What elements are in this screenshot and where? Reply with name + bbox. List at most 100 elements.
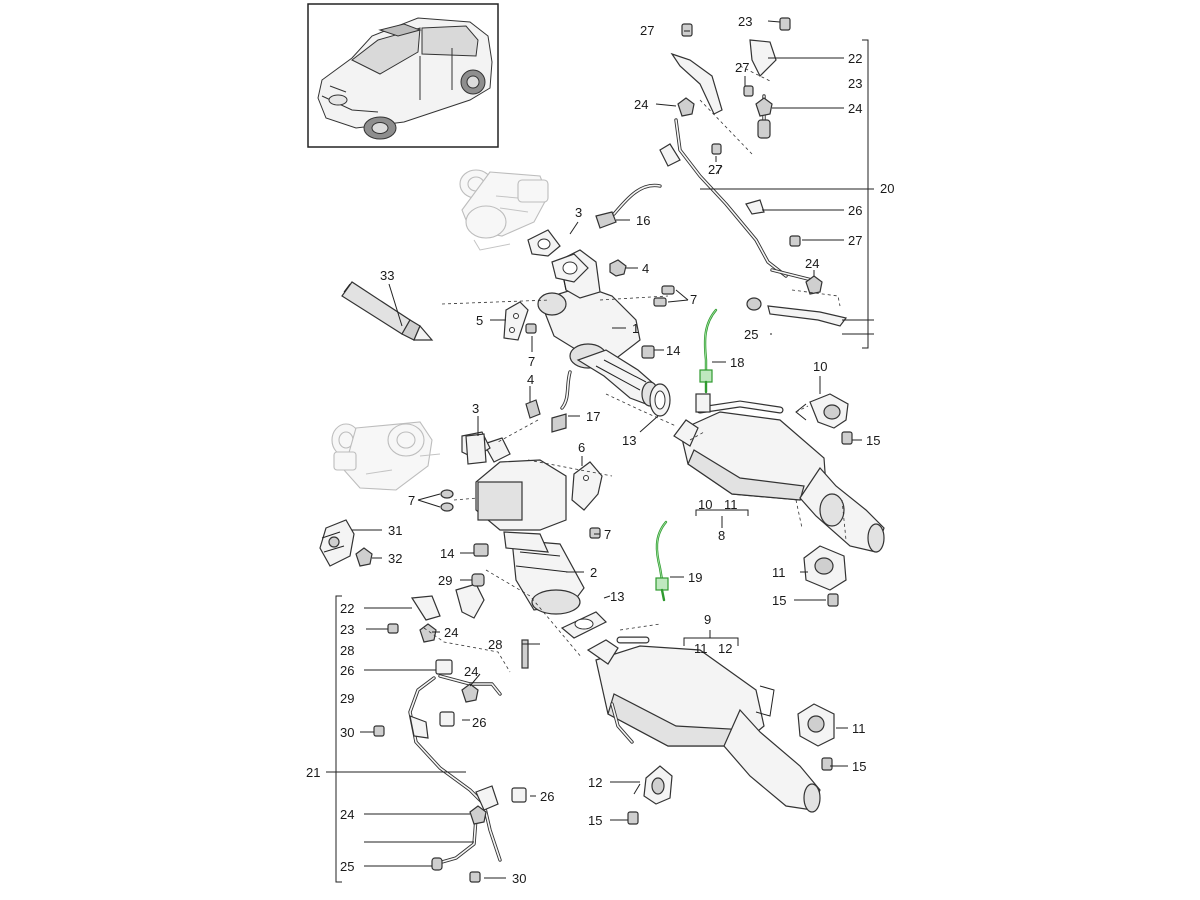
callout-10b: 10 (698, 497, 712, 512)
hose-assembly-21 (408, 583, 527, 864)
oxygen-sensor-18-highlighted (699, 308, 718, 394)
callout-24f: 24 (340, 807, 354, 822)
callout-16: 16 (636, 213, 650, 228)
ghost-turbocharger-lower (331, 421, 441, 491)
ghost-turbocharger-upper (459, 169, 549, 251)
callout-2: 2 (590, 565, 597, 580)
callout-7d: 7 (604, 527, 611, 542)
callout-4a: 4 (642, 261, 649, 276)
clamp-14-lower (473, 543, 489, 557)
callout-15b: 15 (772, 593, 786, 608)
callout-15a: 15 (866, 433, 880, 448)
callout-31: 31 (388, 523, 402, 538)
bolts-7-lower (440, 489, 601, 539)
callout-3a: 3 (575, 205, 582, 220)
gasket-upper-3 (527, 229, 561, 257)
hose-assembly-20 (659, 39, 848, 327)
bolt-15-mid (827, 593, 839, 607)
callout-32: 32 (388, 551, 402, 566)
callout-11d: 11 (852, 721, 866, 736)
callout-18: 18 (730, 355, 744, 370)
oxygen-sensor-19-highlighted (655, 520, 669, 602)
callout-30a: 30 (340, 725, 354, 740)
callout-26a: 26 (848, 203, 862, 218)
callout-7a: 7 (690, 292, 697, 307)
callout-21: 21 (306, 765, 320, 780)
catalytic-converter-upper (537, 249, 659, 407)
callout-14a: 14 (666, 343, 680, 358)
callout-26b: 26 (340, 663, 354, 678)
bracket-5 (503, 301, 529, 341)
callout-12a: 12 (718, 641, 732, 656)
nut-4-lower (525, 399, 541, 419)
callout-28b: 28 (488, 637, 502, 652)
hanger-10 (795, 393, 849, 429)
callout-28a: 28 (340, 643, 354, 658)
callout-9: 9 (704, 612, 711, 627)
sealant-tube (341, 281, 434, 341)
bolts-7-upper (525, 285, 675, 334)
callout-27d: 27 (848, 233, 862, 248)
callout-19: 19 (688, 570, 702, 585)
callout-1: 1 (632, 321, 639, 336)
callout-22b: 22 (340, 601, 354, 616)
callout-4b: 4 (527, 372, 534, 387)
callout-12b: 12 (588, 775, 602, 790)
suv-drawing (317, 17, 493, 140)
nut-32 (355, 547, 373, 567)
callout-5: 5 (476, 313, 483, 328)
callout-17: 17 (586, 409, 600, 424)
callout-11a: 11 (724, 497, 738, 512)
callout-27b: 27 (735, 60, 749, 75)
callout-29a: 29 (438, 573, 452, 588)
callout-3b: 3 (472, 401, 479, 416)
fasteners-21 (373, 573, 529, 883)
callout-13a: 13 (622, 433, 636, 448)
callout-7c: 7 (408, 493, 415, 508)
bolt-15-upper (841, 431, 853, 445)
callout-24d: 24 (444, 625, 458, 640)
clamp-31 (319, 519, 355, 567)
hanger-11-upper (803, 545, 847, 591)
callout-6: 6 (578, 440, 585, 455)
callout-25a: 25 (744, 327, 758, 342)
callout-24b: 24 (848, 101, 862, 116)
oxygen-sensor-16 (595, 183, 662, 229)
callout-14b: 14 (440, 546, 454, 561)
callout-15c: 15 (852, 759, 866, 774)
callout-11b: 11 (772, 565, 786, 580)
bolt-15-lower-left (627, 811, 639, 825)
callout-26c: 26 (472, 715, 486, 730)
muffler-lower (586, 636, 821, 813)
callout-22a: 22 (848, 51, 862, 66)
callout-23b: 23 (848, 76, 862, 91)
muffler-upper (673, 393, 885, 553)
bolt-15-lower-right (821, 757, 833, 771)
callout-23c: 23 (340, 622, 354, 637)
callout-27a: 27 (640, 23, 654, 38)
oxygen-sensor-17 (551, 370, 572, 433)
bracket-6 (571, 461, 603, 511)
callout-11c: 11 (694, 641, 708, 656)
clamp-14-upper (641, 345, 655, 359)
callout-29b: 29 (340, 691, 354, 706)
dashed-assembly-lines (423, 65, 847, 673)
callout-24a: 24 (634, 97, 648, 112)
callout-24e: 24 (464, 664, 478, 679)
callout-23a: 23 (738, 14, 752, 29)
callout-24c: 24 (805, 256, 819, 271)
callout-20: 20 (880, 181, 894, 196)
gasket-3-lower (465, 433, 487, 465)
callout-33: 33 (380, 268, 394, 283)
callout-7b: 7 (528, 354, 535, 369)
callout-30b: 30 (512, 871, 526, 886)
callout-26d: 26 (540, 789, 554, 804)
fasteners-20 (677, 17, 823, 311)
catalytic-converter-lower (461, 431, 585, 615)
callout-13b: 13 (610, 589, 624, 604)
leader-lines (326, 20, 874, 883)
hanger-12 (633, 765, 673, 805)
callout-15d: 15 (588, 813, 602, 828)
